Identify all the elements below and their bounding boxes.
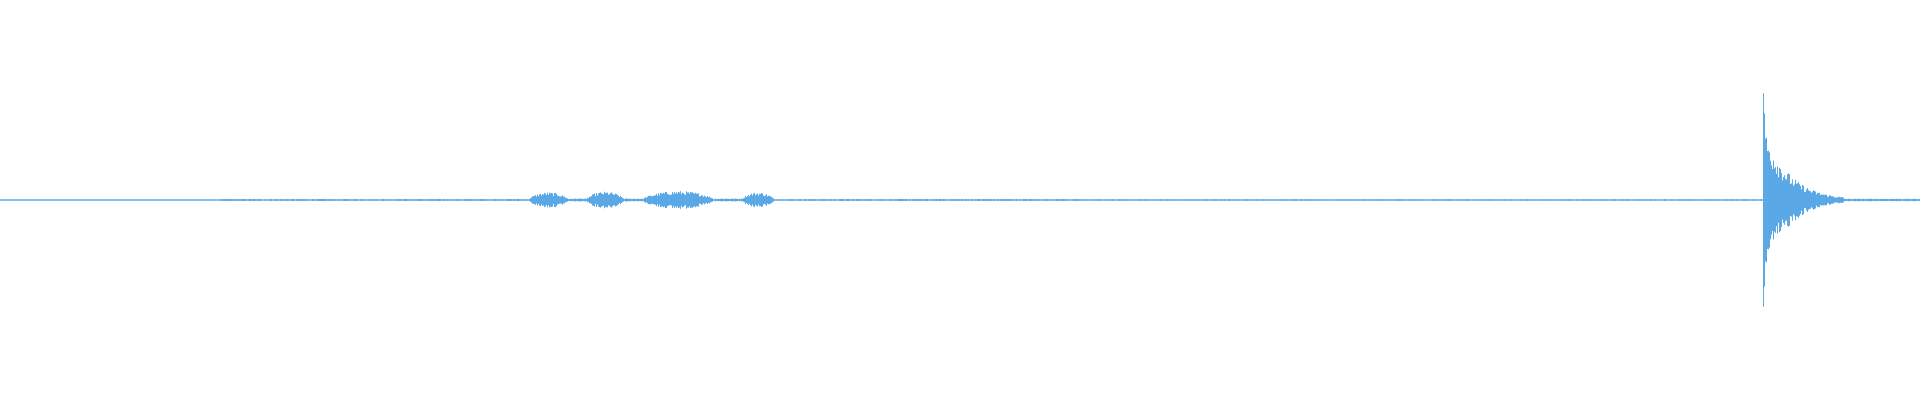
waveform-path: [0, 93, 1920, 307]
waveform-amplitude: [0, 93, 1920, 307]
